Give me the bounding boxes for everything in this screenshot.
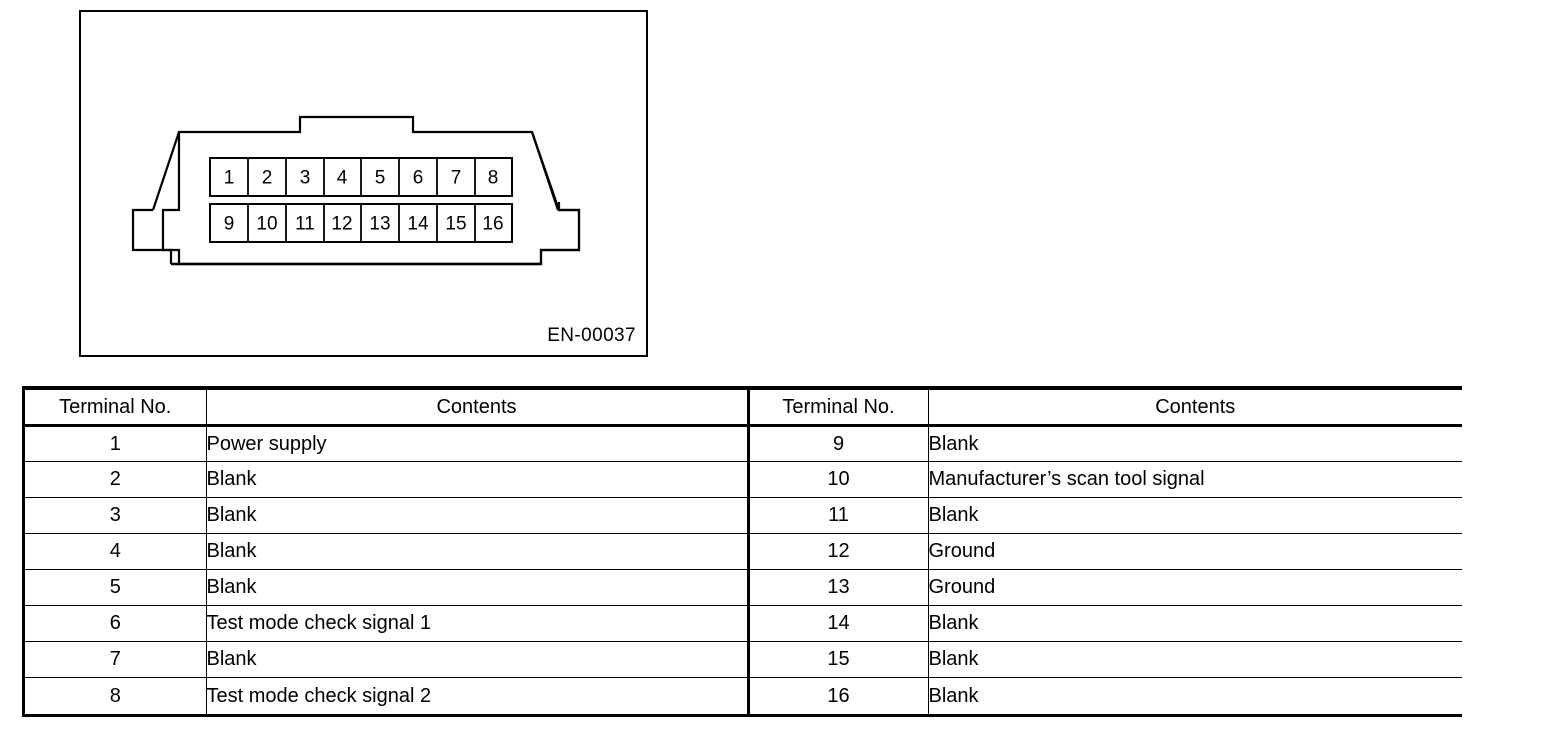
cell-contents: Manufacturer’s scan tool signal bbox=[927, 461, 1462, 499]
cell-terminal: 2 bbox=[25, 461, 207, 499]
pin-label-6: 6 bbox=[413, 168, 424, 189]
table-body: 1 Power supply 9 Blank 2 Blank 10 Manufa… bbox=[25, 424, 1462, 714]
pin-row-bottom: 9 10 11 12 13 14 15 16 bbox=[209, 203, 513, 243]
cell-terminal: 9 bbox=[746, 424, 929, 463]
cell-terminal: 12 bbox=[746, 533, 929, 571]
cell-contents: Test mode check signal 1 bbox=[205, 605, 749, 643]
pin-label-13: 13 bbox=[369, 214, 390, 235]
cell-contents: Blank bbox=[205, 641, 749, 679]
table-row: 7 Blank 15 Blank bbox=[25, 641, 1462, 679]
pin-label-3: 3 bbox=[300, 168, 311, 189]
header-terminal-right: Terminal No. bbox=[746, 389, 929, 427]
pin-row-top: 1 2 3 4 5 6 7 8 bbox=[209, 157, 513, 197]
pin-label-2: 2 bbox=[262, 168, 273, 189]
connector-diagram: 1 2 3 4 5 6 7 8 9 10 11 12 13 14 15 1 bbox=[131, 115, 581, 266]
cell-contents: Blank bbox=[205, 533, 749, 571]
pin-label-14: 14 bbox=[407, 214, 429, 235]
cell-contents: Power supply bbox=[205, 424, 749, 463]
cell-terminal: 4 bbox=[25, 533, 207, 571]
table-row: 5 Blank 13 Ground bbox=[25, 569, 1462, 607]
connector-left-shoulder bbox=[151, 131, 181, 211]
cell-terminal: 10 bbox=[746, 461, 929, 499]
cell-terminal: 8 bbox=[25, 677, 207, 714]
pin-label-11: 11 bbox=[295, 214, 315, 235]
pin-label-1: 1 bbox=[224, 168, 235, 189]
cell-contents: Blank bbox=[205, 569, 749, 607]
table-row: 3 Blank 11 Blank bbox=[25, 497, 1462, 535]
cell-contents: Test mode check signal 2 bbox=[205, 677, 749, 714]
pin-label-7: 7 bbox=[451, 168, 462, 189]
header-contents-left: Contents bbox=[205, 389, 749, 427]
pin-label-10: 10 bbox=[256, 214, 277, 235]
cell-contents: Blank bbox=[205, 497, 749, 535]
table-row: 1 Power supply 9 Blank bbox=[25, 424, 1462, 463]
cell-contents: Blank bbox=[927, 605, 1462, 643]
connector-left-tab bbox=[131, 208, 173, 264]
cell-contents: Blank bbox=[927, 424, 1462, 463]
table-row: 6 Test mode check signal 1 14 Blank bbox=[25, 605, 1462, 643]
cell-terminal: 3 bbox=[25, 497, 207, 535]
cell-terminal: 1 bbox=[25, 424, 207, 463]
pin-label-4: 4 bbox=[337, 168, 348, 189]
cell-terminal: 15 bbox=[746, 641, 929, 679]
cell-terminal: 5 bbox=[25, 569, 207, 607]
cell-terminal: 16 bbox=[746, 677, 929, 714]
connector-right-shoulder bbox=[530, 131, 560, 211]
cell-contents: Blank bbox=[205, 461, 749, 499]
cell-terminal: 6 bbox=[25, 605, 207, 643]
cell-terminal: 13 bbox=[746, 569, 929, 607]
cell-contents: Blank bbox=[927, 497, 1462, 535]
cell-contents: Ground bbox=[927, 533, 1462, 571]
pin-label-12: 12 bbox=[331, 214, 352, 235]
pin-label-15: 15 bbox=[445, 214, 466, 235]
cell-terminal: 11 bbox=[746, 497, 929, 535]
table-header-row: Terminal No. Contents Terminal No. Conte… bbox=[25, 389, 1462, 427]
table-row: 4 Blank 12 Ground bbox=[25, 533, 1462, 571]
pin-label-8: 8 bbox=[488, 168, 499, 189]
header-terminal-left: Terminal No. bbox=[25, 389, 207, 427]
pin-label-9: 9 bbox=[224, 214, 235, 235]
figure-caption: EN-00037 bbox=[547, 325, 636, 346]
terminal-table: Terminal No. Contents Terminal No. Conte… bbox=[22, 386, 1462, 717]
connector-figure-frame: 1 2 3 4 5 6 7 8 9 10 11 12 13 14 15 1 bbox=[79, 10, 648, 357]
cell-contents: Ground bbox=[927, 569, 1462, 607]
pin-label-16: 16 bbox=[482, 214, 503, 235]
table-row: 2 Blank 10 Manufacturer’s scan tool sign… bbox=[25, 461, 1462, 499]
cell-terminal: 14 bbox=[746, 605, 929, 643]
connector-right-tab bbox=[539, 208, 581, 264]
header-contents-right: Contents bbox=[927, 389, 1462, 427]
cell-terminal: 7 bbox=[25, 641, 207, 679]
pin-label-5: 5 bbox=[375, 168, 386, 189]
table-row: 8 Test mode check signal 2 16 Blank bbox=[25, 677, 1462, 714]
cell-contents: Blank bbox=[927, 641, 1462, 679]
cell-contents: Blank bbox=[927, 677, 1462, 714]
